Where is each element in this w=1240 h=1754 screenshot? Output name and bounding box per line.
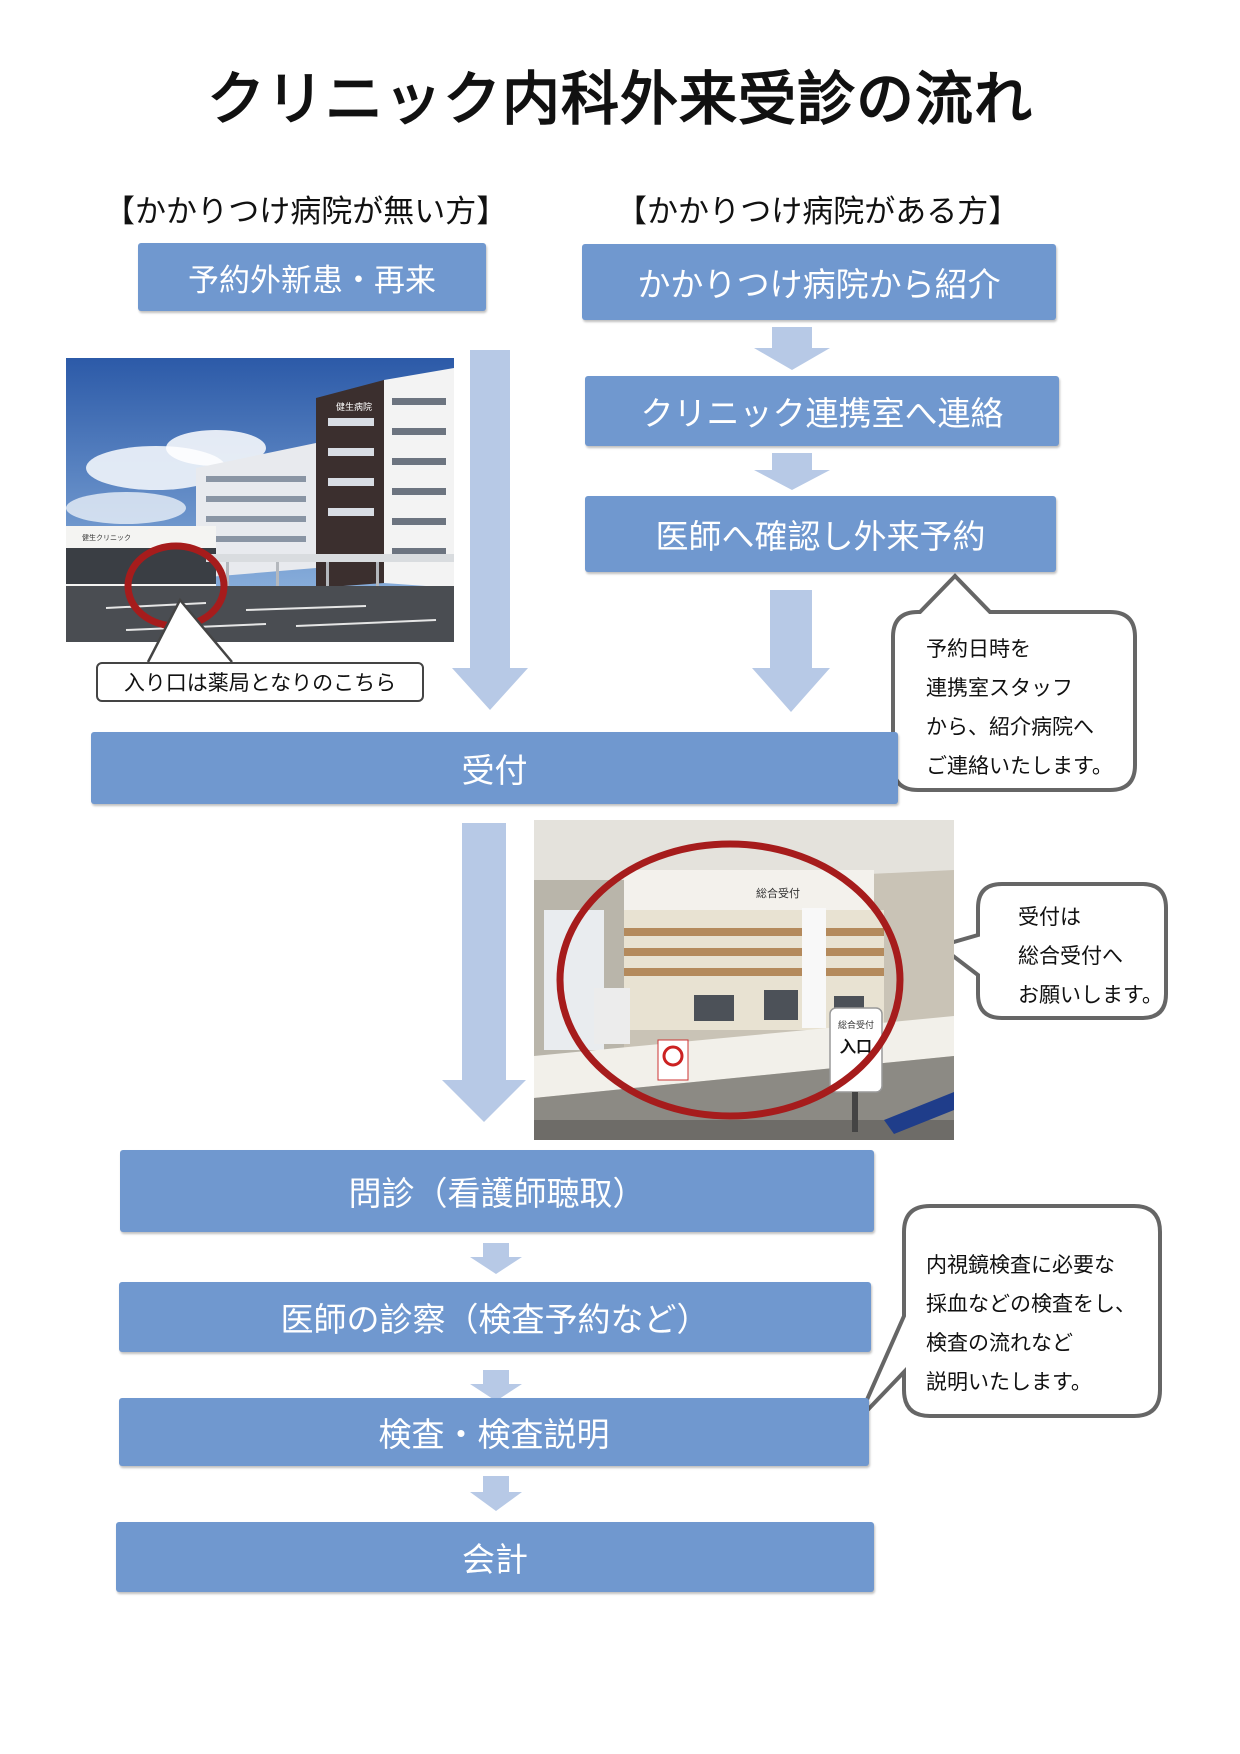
building-sign-text: 健生病院 (336, 401, 372, 413)
callout-reception-line: 総合受付へ (1018, 944, 1123, 968)
entrance-stand-sign-top: 総合受付 (838, 1019, 874, 1031)
page-title: クリニック内科外来受診の流れ (206, 65, 1033, 133)
callout-exam-line: 採血などの検査をし、 (926, 1292, 1136, 1316)
reception-counter-photo: 総合受付 総合受付 入口 (534, 820, 954, 1140)
arrow-down-step-2 (470, 1370, 522, 1401)
box-reception: 受付 (91, 732, 898, 804)
callout-reception-text: 受付は 総合受付へ お願いします。 (1018, 898, 1163, 1015)
arrow-down-right-3 (752, 590, 830, 712)
callout-exam-line: 説明いたします。 (926, 1370, 1092, 1394)
box-test-and-explanation: 検査・検査説明 (119, 1398, 869, 1466)
callout-reception-bubble (935, 882, 1168, 1020)
arrow-down-left-long (452, 350, 528, 710)
callout-reservation-text: 予約日時を 連携室スタッフ から、紹介病院へ ご連絡いたします。 (926, 630, 1113, 786)
clinic-sign-text: 健生クリニック (82, 533, 131, 542)
box-payment: 会計 (116, 1522, 874, 1592)
callout-reservation-line: 連携室スタッフ (926, 676, 1073, 700)
box-interview-by-nurse: 問診（看護師聴取） (120, 1150, 874, 1232)
box-doctor-examination: 医師の診察（検査予約など） (119, 1282, 871, 1352)
arrow-down-after-reception (442, 823, 526, 1122)
entrance-stand-sign-main: 入口 (840, 1037, 872, 1056)
callout-reservation-line: から、紹介病院へ (926, 715, 1094, 739)
callout-exam-text: 内視鏡検査に必要な 採血などの検査をし、 検査の流れなど 説明いたします。 (926, 1246, 1136, 1402)
arrow-down-right-1 (754, 327, 830, 370)
callout-exam-line: 検査の流れなど (926, 1331, 1073, 1355)
arrow-down-right-2 (754, 453, 830, 490)
callout-reservation-line: ご連絡いたします。 (926, 754, 1113, 778)
callout-reception-line: 受付は (1018, 905, 1081, 929)
box-walk-in-new-or-return: 予約外新患・再来 (138, 243, 486, 311)
reception-highlight-circle (556, 840, 904, 1120)
arrow-down-step-3 (470, 1476, 522, 1511)
box-referral-from-family-hospital: かかりつけ病院から紹介 (582, 244, 1056, 320)
reception-sign-text: 総合受付 (756, 886, 800, 900)
heading-has-family-hospital: 【かかりつけ病院がある方】 (616, 194, 1020, 230)
callout-reservation-line: 予約日時を (926, 637, 1031, 661)
callout-exam-line: 内視鏡検査に必要な (926, 1253, 1115, 1277)
box-contact-clinic-liaison: クリニック連携室へ連絡 (585, 376, 1059, 446)
entrance-label: 入り口は薬局となりのこちら (96, 662, 424, 702)
clinic-building-photo: 健生病院 健生クリニック (66, 358, 454, 642)
heading-no-family-hospital: 【かかりつけ病院が無い方】 (104, 194, 508, 230)
callout-reception-line: お願いします。 (1018, 983, 1163, 1007)
callout-exam-bubble (856, 1204, 1162, 1422)
callout-reservation-bubble (891, 573, 1137, 792)
arrow-down-step-1 (470, 1243, 522, 1274)
box-doctor-confirm-reservation: 医師へ確認し外来予約 (585, 496, 1056, 572)
